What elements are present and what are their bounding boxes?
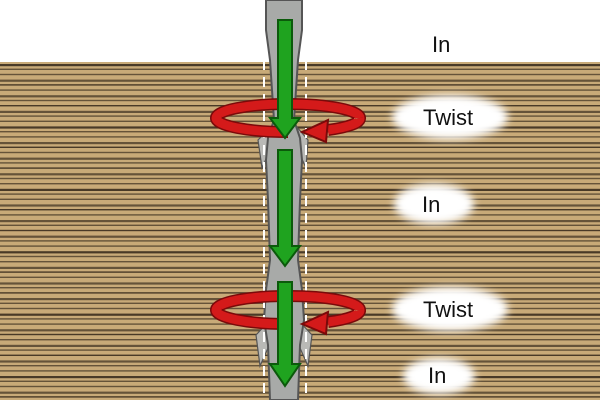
wood-grain-line xyxy=(0,115,600,117)
wood-grain-line xyxy=(0,120,600,122)
wood-grain-line xyxy=(0,229,600,232)
wood-grain-line xyxy=(0,235,600,238)
wood-grain-line xyxy=(0,380,600,382)
wood-grain-line xyxy=(0,110,600,113)
wood-grain-line xyxy=(0,376,600,379)
label-in-middle: In xyxy=(422,192,441,217)
wood-grain-line xyxy=(0,89,600,91)
wood-grain-line xyxy=(0,251,600,254)
wood-grain-line xyxy=(0,391,600,394)
wood-grain-line xyxy=(0,396,600,398)
wood-grain-line xyxy=(0,64,600,67)
wood-grain-line xyxy=(0,95,600,98)
wood-grain-line xyxy=(0,79,600,82)
label-in-top: In xyxy=(432,32,451,57)
wood-grain-line xyxy=(0,261,600,263)
wood-grain-line xyxy=(0,68,600,70)
green-down-arrow-icon xyxy=(268,281,302,388)
wood-grain-line xyxy=(0,255,600,258)
label-twist-upper: Twist xyxy=(423,105,474,130)
hole-guides xyxy=(263,60,307,400)
wood-grain-line xyxy=(0,385,600,388)
wood-grain-line xyxy=(0,84,600,86)
wood-grain-line xyxy=(0,126,600,129)
green-down-arrow-icon xyxy=(268,19,302,140)
label-in-bottom: In xyxy=(428,363,447,388)
green-down-arrow-icon xyxy=(268,149,302,268)
wood-grain-line xyxy=(0,73,600,76)
label-twist-lower: Twist xyxy=(423,297,474,322)
label-backgrounds xyxy=(392,95,508,394)
wood-grain-line xyxy=(0,240,600,242)
